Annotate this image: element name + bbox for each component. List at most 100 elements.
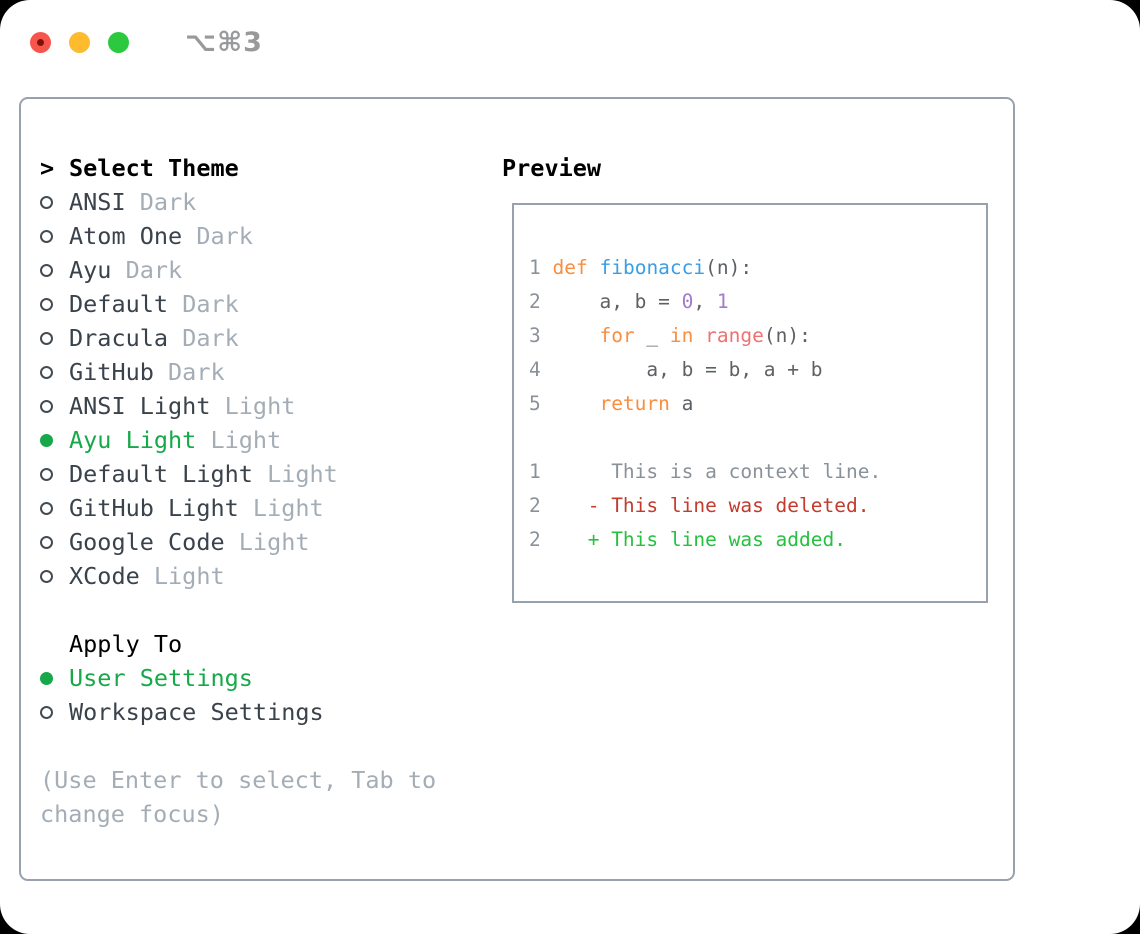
select-theme-title: Select Theme (69, 154, 239, 182)
radio-circle (40, 501, 53, 515)
apply-option-workspace-settings[interactable]: Workspace Settings (40, 695, 460, 729)
code-segment (541, 256, 553, 279)
option-label: Dracula (69, 324, 169, 352)
option-variant-label: Dark (139, 188, 197, 216)
option-label: Ayu (69, 256, 112, 284)
code-segment (588, 256, 600, 279)
line-number: 2 (529, 290, 541, 313)
option-label: XCode (69, 562, 140, 590)
code-segment: This is a context line. (540, 460, 882, 483)
line-number: 5 (529, 392, 541, 415)
option-variant-label: Dark (196, 222, 253, 250)
code-segment: a, b = (540, 290, 682, 313)
code-line: 4 a, b = b, a + b (529, 353, 986, 387)
radio-icon (40, 569, 69, 583)
option-label: ANSI Light (69, 392, 211, 420)
option-label: Workspace Settings (69, 698, 324, 726)
option-label: Ayu Light (69, 426, 197, 454)
radio-circle (40, 467, 53, 481)
radio-circle (40, 399, 53, 413)
code-line: 3 for _ in range(n): (529, 319, 986, 353)
titlebar: ⌥⌘3 (30, 27, 263, 58)
code-segment: 0 (681, 290, 694, 313)
radio-selected-icon (40, 433, 69, 447)
spacer (40, 593, 460, 627)
theme-item-ayu-light[interactable]: Ayu Light Light (40, 423, 460, 457)
option-label: Atom One (69, 222, 183, 250)
code-segment: , (693, 290, 717, 313)
radio-icon (40, 535, 69, 549)
radio-circle (40, 535, 53, 549)
code-segment: - This line was deleted. (540, 494, 870, 517)
radio-circle (40, 195, 53, 209)
radio-icon (40, 501, 69, 515)
option-variant-label: Dark (125, 256, 183, 284)
line-number: 3 (529, 324, 541, 347)
option-variant-label: Light (210, 426, 282, 454)
help-text: (Use Enter to select, Tab to change focu… (40, 766, 437, 828)
apply-option-user-settings[interactable]: User Settings (40, 661, 460, 695)
zoom-button[interactable] (108, 32, 129, 53)
code-line (529, 421, 986, 455)
option-label: GitHub (69, 358, 154, 386)
code-line: 1 def fibonacci(n): (529, 251, 986, 285)
theme-item-ansi-light[interactable]: ANSI Light Light (40, 389, 460, 423)
code-line: 5 return a (529, 387, 986, 421)
radio-circle (40, 671, 53, 685)
minimize-button[interactable] (69, 32, 90, 53)
option-variant-label: Light (224, 392, 296, 420)
apply-to-header: Apply To (40, 627, 460, 661)
line-number: 2 (529, 494, 541, 517)
radio-circle (40, 365, 53, 379)
radio-icon (40, 331, 69, 345)
radio-circle (40, 705, 53, 719)
option-label: Default (69, 290, 169, 318)
radio-icon (40, 365, 69, 379)
radio-icon (40, 229, 69, 243)
radio-circle (40, 229, 53, 243)
radio-icon (40, 195, 69, 209)
apply-to-title: Apply To (69, 630, 183, 658)
radio-circle (40, 331, 53, 345)
theme-item-xcode[interactable]: XCode Light (40, 559, 460, 593)
option-variant-label: Dark (182, 290, 239, 318)
code-line: 2 a, b = 0, 1 (529, 285, 986, 319)
code-segment: range (705, 324, 764, 347)
code-segment: + This line was added. (540, 528, 846, 551)
code-line: 1 This is a context line. (529, 455, 986, 489)
theme-item-google-code[interactable]: Google Code Light (40, 525, 460, 559)
radio-icon (40, 297, 69, 311)
option-label: Google Code (69, 528, 225, 556)
code-segment: return (599, 392, 670, 415)
code-segment: _ (634, 324, 670, 347)
radio-circle (40, 263, 53, 277)
code-line: 2 - This line was deleted. (529, 489, 986, 523)
theme-item-default[interactable]: Default Dark (40, 287, 460, 321)
theme-item-atom-one[interactable]: Atom One Dark (40, 219, 460, 253)
theme-item-ayu[interactable]: Ayu Dark (40, 253, 460, 287)
radio-circle (40, 569, 53, 583)
code-line: 2 + This line was added. (529, 523, 986, 557)
radio-icon (40, 467, 69, 481)
focus-prompt-icon: > (40, 154, 55, 182)
radio-icon (40, 399, 69, 413)
line-number: 2 (529, 528, 541, 551)
option-variant-label: Light (153, 562, 225, 590)
code-segment (541, 324, 600, 347)
option-variant-label: Light (238, 528, 310, 556)
radio-circle (40, 433, 53, 447)
code-segment: a, b = b, a + b (540, 358, 823, 381)
line-number: 1 (529, 460, 541, 483)
close-button[interactable] (30, 32, 51, 53)
code-segment: (n): (763, 324, 811, 347)
option-variant-label: Light (252, 494, 324, 522)
